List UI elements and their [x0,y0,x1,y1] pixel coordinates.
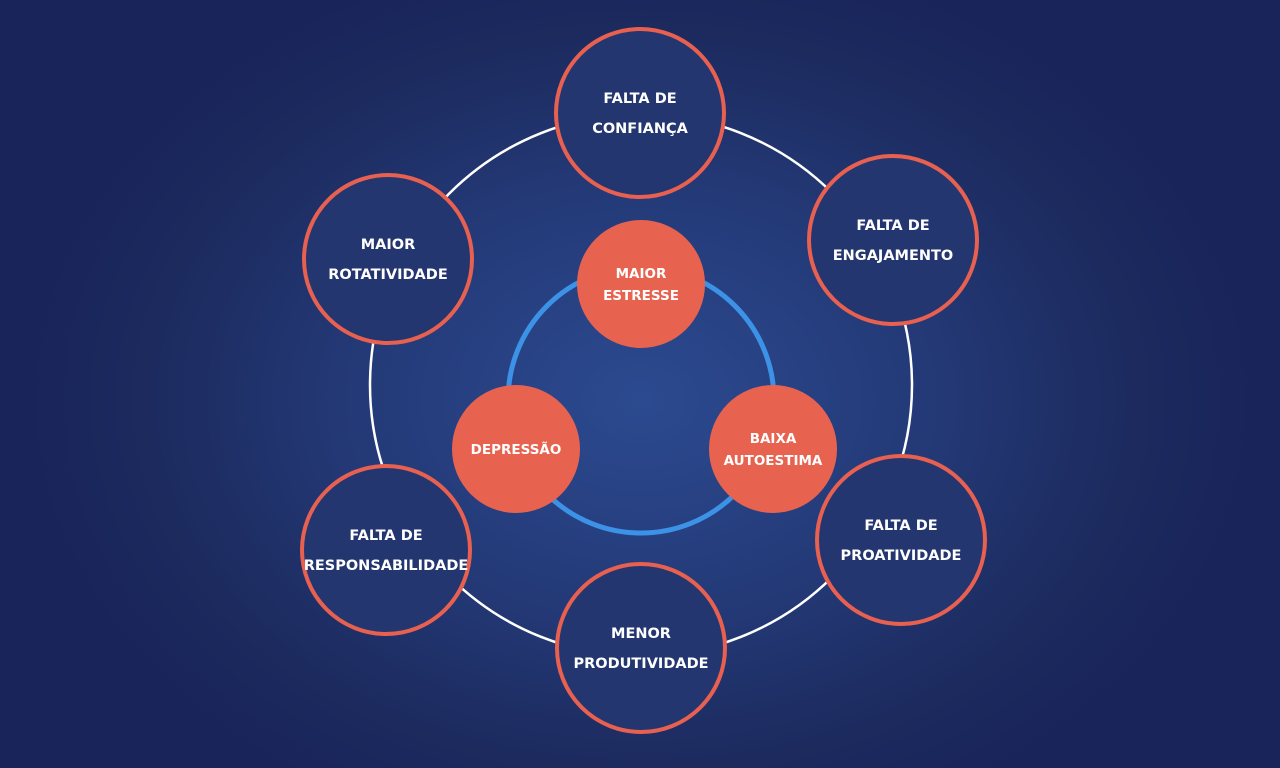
inner-node-label: ESTRESSE [603,288,679,304]
outer-node-label: RESPONSABILIDADE [304,558,469,574]
inner-node: DEPRESSÃO [452,385,580,513]
outer-node-label: MENOR [611,626,671,642]
outer-node: FALTA DE RESPONSABILIDADE [300,464,472,636]
outer-node: MENOR PRODUTIVIDADE [555,562,727,734]
inner-node-circle [709,385,837,513]
inner-node: BAIXA AUTOESTIMA [709,385,837,513]
outer-node-circle [554,27,726,199]
outer-node-label: ROTATIVIDADE [328,267,447,283]
inner-node-circle [452,385,580,513]
inner-node: MAIOR ESTRESSE [577,220,705,348]
inner-node-circle [577,220,705,348]
outer-node-label: FALTA DE [349,528,422,544]
outer-node-circle [300,464,472,636]
outer-node-label: FALTA DE [603,91,676,107]
outer-node-label: ENGAJAMENTO [833,248,953,264]
outer-node-circle [302,173,474,345]
outer-node-label: MAIOR [361,237,416,253]
outer-node-circle [807,154,979,326]
outer-node: MAIOR ROTATIVIDADE [302,173,474,345]
outer-node-label: CONFIANÇA [592,121,688,137]
outer-node-label: PROATIVIDADE [841,548,962,564]
outer-node: FALTA DE ENGAJAMENTO [807,154,979,326]
outer-node-label: FALTA DE [856,218,929,234]
inner-node-label: DEPRESSÃO [471,441,562,458]
outer-node-circle [555,562,727,734]
outer-node: FALTA DE CONFIANÇA [554,27,726,199]
inner-node-label: AUTOESTIMA [724,453,823,469]
outer-node-circle [815,454,987,626]
inner-node-label: BAIXA [750,431,797,447]
outer-node-label: PRODUTIVIDADE [573,656,708,672]
outer-node-label: FALTA DE [864,518,937,534]
inner-node-label: MAIOR [616,266,667,282]
outer-node: FALTA DE PROATIVIDADE [815,454,987,626]
